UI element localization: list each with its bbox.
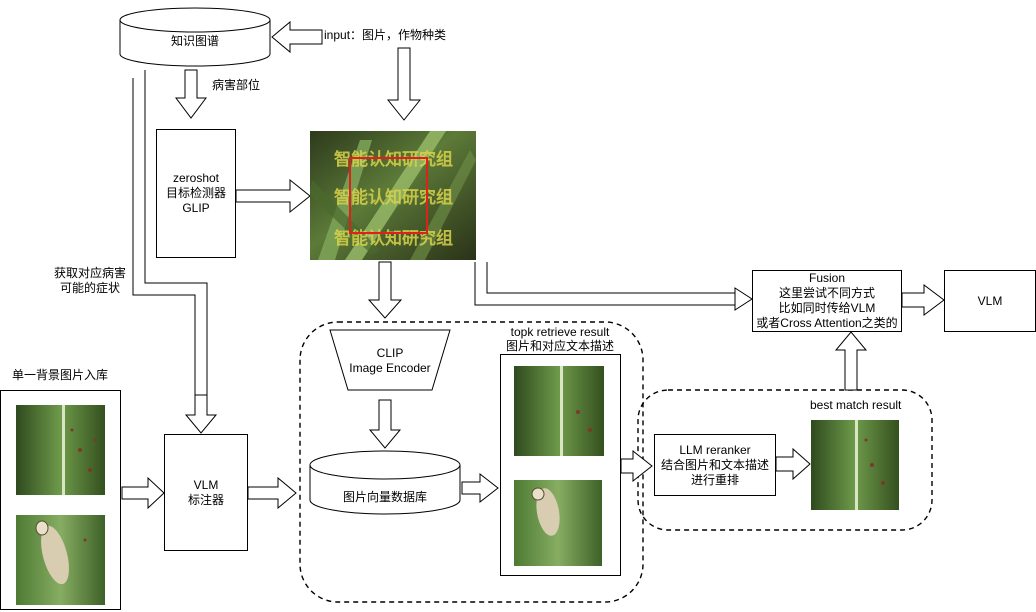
input-field-image (310, 131, 476, 260)
vlm-final-box: VLM (944, 270, 1036, 332)
detection-box (349, 157, 428, 234)
arrow-images-to-annotator (121, 476, 165, 510)
topk-line2: 图片和对应文本描述 (505, 339, 614, 353)
single-bg-label: 单一背景图片入库 (12, 368, 109, 382)
svg-text:智能认知研究组: 智能认知研究组 (334, 149, 453, 170)
topk-line1: topk retrieve result (510, 325, 610, 339)
best-match-label: best match result (810, 398, 902, 412)
arrow-connector-to-annotator (184, 394, 218, 434)
input-label: input：图片，作物种类 (324, 28, 447, 42)
reranker-box: LLM reranker 结合图片和文本描述 进行重排 (654, 434, 776, 496)
vlm-annotator-box: VLM 标注器 (164, 434, 248, 551)
arrow-kg-to-glip (175, 69, 207, 119)
arrow-glip-to-image (235, 178, 311, 214)
glip-line2: 目标检测器 (165, 186, 226, 200)
retrieval-dashed-region (299, 321, 644, 603)
fusion-line4: 或者Cross Attention之类的 (756, 316, 898, 330)
svg-text:智能认知研究组: 智能认知研究组 (334, 187, 453, 208)
image-to-fusion-connector (474, 262, 735, 306)
glip-line3: GLIP (182, 201, 210, 215)
arrow-topk-to-reranker (620, 449, 653, 483)
reranker-line2: 结合图片和文本描述 (660, 457, 769, 472)
symptom-label-line2: 可能的症状 (59, 281, 120, 295)
kg-label: 知识图谱 (170, 34, 219, 48)
glip-line1: zeroshot (172, 171, 220, 185)
topk-image-2 (514, 480, 602, 566)
fusion-box: Fusion 这里尝试不同方式 比如同时传给VLM 或者Cross Attent… (752, 270, 902, 332)
clip-encoder-trapezoid (329, 329, 451, 391)
vlm-annotator-line2: 标注器 (187, 492, 224, 507)
vector-db-cylinder (309, 450, 461, 515)
fusion-line2: 这里尝试不同方式 (778, 286, 875, 300)
fusion-line1: Fusion (808, 271, 846, 285)
arrow-into-fusion (734, 287, 753, 311)
arrow-input-to-kg (271, 20, 323, 54)
knowledge-graph-cylinder (119, 7, 271, 67)
vlm-final-label: VLM (977, 293, 1003, 308)
topk-image-1 (514, 366, 604, 456)
symptom-label-line1: 获取对应病害 (53, 266, 126, 280)
arrow-input-to-image (386, 47, 422, 121)
glip-detector-box: zeroshot 目标检测器 GLIP (156, 129, 236, 258)
clip-line2: Image Encoder (349, 361, 431, 375)
arrow-image-to-clip (367, 261, 403, 319)
clip-line1: CLIP (376, 346, 404, 360)
arrow-clip-to-db (368, 399, 402, 449)
arrow-db-to-topk (461, 472, 499, 504)
vlm-annotator-line1: VLM (193, 477, 219, 492)
svg-text:智能认知研究组: 智能认知研究组 (334, 228, 453, 249)
db-image-1 (16, 405, 105, 495)
arrow-annotator-to-db (247, 476, 297, 510)
arrow-best-to-fusion (834, 331, 868, 391)
arrow-reranker-to-best (775, 447, 811, 481)
topk-result-frame (500, 354, 621, 576)
db-image-2 (16, 515, 105, 605)
arrow-fusion-to-vlm (901, 284, 945, 316)
best-match-image (811, 420, 899, 510)
symptom-connector (132, 70, 208, 395)
reranker-line3: 进行重排 (690, 472, 739, 487)
reranker-line1: LLM reranker (679, 442, 751, 457)
fusion-line3: 比如同时传给VLM (778, 301, 876, 315)
vector-db-label: 图片向量数据库 (342, 490, 427, 504)
lesion-label: 病害部位 (212, 78, 261, 92)
single-bg-image-frame (0, 390, 121, 610)
